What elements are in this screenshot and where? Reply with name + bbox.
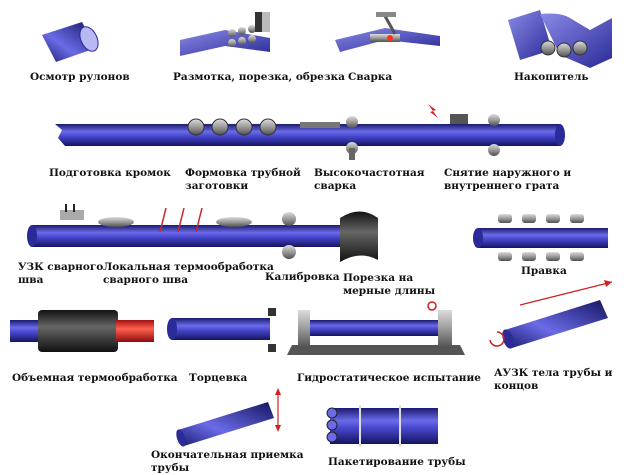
furnace-icon: [10, 310, 154, 352]
stage-label-autout: АУЗК тела трубы и концов: [494, 367, 613, 392]
pipe-bundle-icon: [326, 405, 438, 447]
stage-label-inspect: Осмотр рулонов: [30, 71, 130, 83]
straightener-icon: [473, 214, 608, 261]
stage-label-cut: Порезка на мерные длины: [343, 272, 436, 297]
stage-label-pack: Пакетирование трубы: [328, 456, 466, 468]
stage-label-form: Формовка трубной заготовки: [185, 167, 301, 192]
induction-heater-icon: [98, 207, 252, 233]
uncoiler-icon: [180, 12, 270, 56]
stage-label-hfweld: Высокочастотная сварка: [314, 167, 425, 192]
stage-label-accum: Накопитель: [514, 71, 589, 83]
auto-ut-icon: [489, 280, 613, 349]
forming-line-pipe: [55, 124, 565, 146]
strip-welder-icon: [335, 12, 440, 52]
forming-rolls-icon: [187, 118, 277, 136]
cutoff-saw-icon: [340, 211, 378, 262]
stage-label-deburr: Снятие наружного и внутреннего грата: [444, 167, 572, 192]
stage-label-unwind: Размотка, порезка, обрезка: [173, 71, 345, 83]
stage-label-edge: Подготовка кромок: [49, 167, 171, 179]
coil-icon: [42, 22, 99, 62]
stage-label-bulkheat: Объемная термообработка: [12, 372, 178, 384]
stage-label-weld: Сварка: [348, 71, 393, 83]
stage-label-ut: УЗК сварного шва: [18, 261, 104, 286]
hydrotest-icon: [287, 301, 465, 355]
facing-machine-icon: [167, 308, 276, 352]
ut-line-pipe: [27, 225, 377, 247]
stage-label-calib: Калибровка: [265, 271, 340, 283]
deburr-tool-icon: [428, 104, 500, 156]
stage-label-final: Окончательная приемка трубы: [151, 449, 304, 474]
stage-label-localheat: Локальная термообработка сварного шва: [103, 261, 274, 286]
ut-probe-icon: [60, 204, 84, 220]
hf-welder-icon: [300, 116, 358, 160]
accumulator-icon: [508, 10, 612, 68]
sizing-roll-icon: [282, 212, 296, 259]
stage-label-facing: Торцевка: [189, 372, 248, 384]
final-inspection-icon: [176, 388, 281, 447]
stage-label-hydro: Гидростатическое испытание: [297, 372, 481, 384]
stage-label-straight: Правка: [521, 265, 567, 277]
